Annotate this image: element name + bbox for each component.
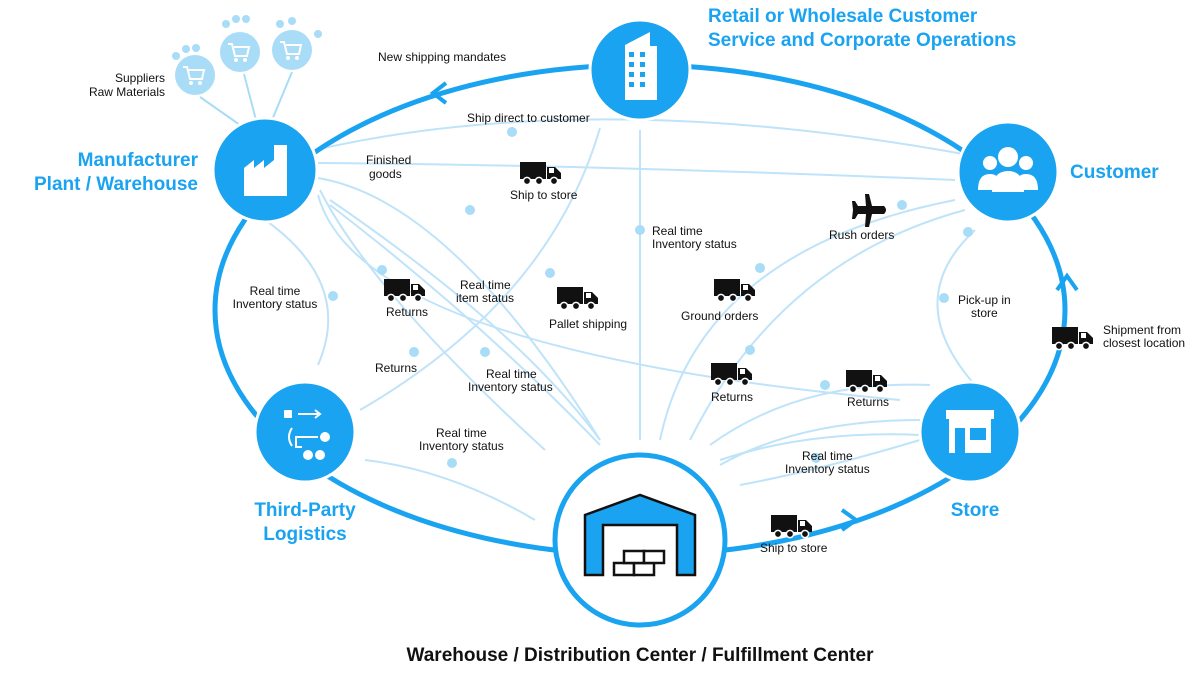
label-rt-inventory-center-line1: Real time (652, 224, 703, 238)
warehouse-title: Warehouse / Distribution Center / Fulfil… (407, 645, 875, 666)
label-finished-goods-line2: goods (369, 167, 402, 181)
truck-icon-returns-center (710, 362, 753, 387)
label-pickup-line1: Pick-up in (958, 293, 1011, 307)
label-rt-inventory-3pl-line1: Real time (436, 426, 487, 440)
label-ground-orders: Ground orders (681, 309, 758, 323)
corporate-title-line1: Retail or Wholesale Customer (708, 6, 978, 27)
label-returns-mid-left: Returns (375, 361, 417, 375)
label-new-shipping-mandates: New shipping mandates (378, 50, 506, 64)
truck-icon-returns-left (383, 278, 426, 303)
label-returns-left: Returns (386, 305, 428, 319)
supplier-cart-2 (220, 15, 260, 72)
storefront-icon (946, 410, 994, 453)
manufacturer-title-line1: Manufacturer (78, 150, 199, 171)
ring-arrow-bottom (840, 508, 860, 532)
label-rt-inventory-3pl-line2: Inventory status (419, 439, 504, 453)
node-third-party (253, 380, 357, 484)
flow-connectors (257, 118, 986, 521)
label-ship-to-store-top: Ship to store (510, 188, 578, 202)
label-ship-direct-to-customer: Ship direct to customer (467, 111, 590, 125)
label-pickup-line2: store (971, 306, 998, 320)
factory-icon (244, 145, 287, 196)
truck-icon-ship-to-store-top (519, 161, 562, 186)
building-icon (625, 32, 657, 100)
label-shipment-closest-line2: closest location (1103, 336, 1185, 350)
truck-icon-returns-right (845, 369, 888, 394)
truck-icon-ship-to-store-bottom (770, 514, 813, 539)
label-finished-goods-line1: Finished (366, 153, 411, 167)
node-customer (956, 120, 1060, 224)
supplier-cart-1 (172, 44, 215, 95)
customer-title: Customer (1070, 162, 1159, 183)
warehouse-icon (583, 493, 697, 577)
workflow-icon (284, 409, 330, 460)
people-icon (978, 147, 1038, 192)
supplier-bubbles (172, 15, 322, 126)
airplane-icon (852, 194, 886, 227)
ring-arrow-right (1055, 272, 1079, 292)
label-rt-inventory-mid-line1: Real time (486, 367, 537, 381)
node-manufacturer (211, 116, 319, 224)
suppliers-label: Suppliers (115, 71, 165, 85)
label-shipment-closest-line1: Shipment from (1103, 323, 1181, 337)
label-rt-inventory-center-line2: Inventory status (652, 237, 737, 251)
ring-arrow-top (429, 81, 448, 105)
raw-materials-label: Raw Materials (89, 85, 165, 99)
label-rush-orders: Rush orders (829, 228, 894, 242)
label-pallet-shipping: Pallet shipping (549, 317, 627, 331)
flow-labels: New shipping mandates Ship direct to cus… (233, 50, 1185, 555)
corporate-title-line2: Service and Corporate Operations (708, 30, 1016, 51)
node-corporate (588, 18, 692, 122)
label-rt-inventory-store-line2: Inventory status (785, 462, 870, 476)
label-returns-right: Returns (847, 395, 889, 409)
third-party-title-line2: Logistics (263, 524, 346, 545)
label-rt-inventory-left-line1: Real time (250, 284, 301, 298)
label-ship-to-store-bottom: Ship to store (760, 541, 828, 555)
supplier-cart-3 (272, 17, 322, 70)
label-rt-item-status-line2: item status (456, 291, 514, 305)
store-title: Store (951, 500, 1000, 521)
truck-icon-pallet-shipping (556, 286, 599, 311)
label-rt-inventory-left-line2: Inventory status (233, 297, 318, 311)
label-returns-center: Returns (711, 390, 753, 404)
label-rt-item-status-line1: Real time (460, 278, 511, 292)
truck-icon-ground-orders (713, 278, 756, 303)
label-rt-inventory-mid-line2: Inventory status (468, 380, 553, 394)
third-party-title-line1: Third-Party (254, 500, 356, 521)
flow-dots (328, 127, 973, 468)
manufacturer-title-line2: Plant / Warehouse (34, 174, 198, 195)
truck-icon-shipment-closest (1051, 326, 1094, 351)
node-store (918, 380, 1022, 484)
node-warehouse (552, 452, 728, 628)
label-rt-inventory-store-line1: Real time (802, 449, 853, 463)
